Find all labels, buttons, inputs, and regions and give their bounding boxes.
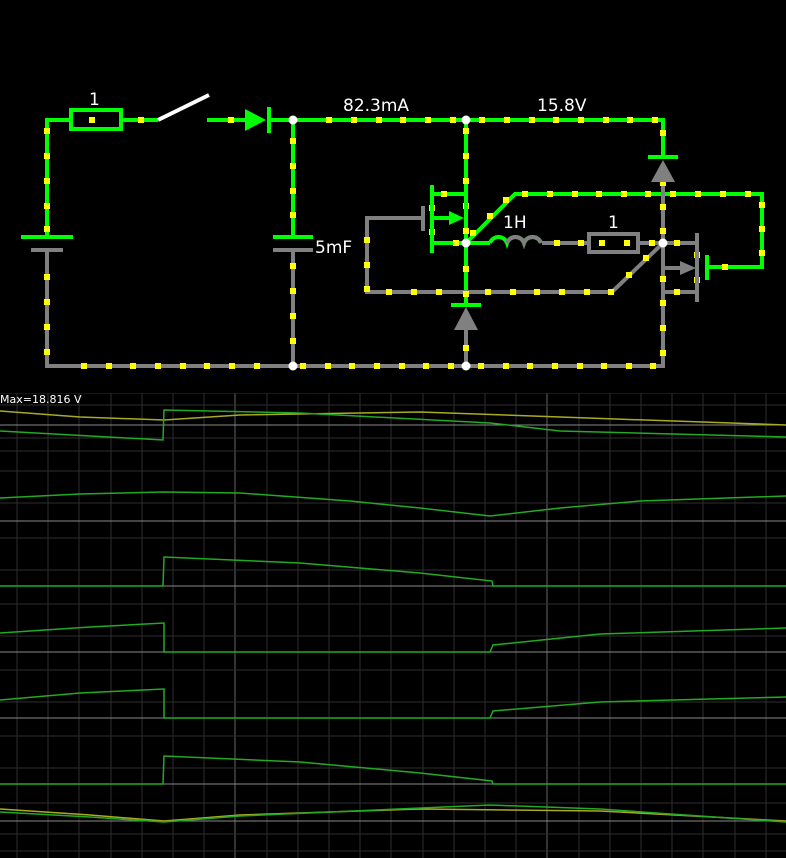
junctions	[288, 115, 668, 371]
battery-left[interactable]	[21, 235, 73, 252]
fuse-left[interactable]	[69, 108, 123, 131]
trace-green-7	[0, 804, 786, 823]
wire-left-top[interactable]	[45, 118, 70, 237]
fuse-right-label: 1	[608, 213, 619, 233]
trace-green-3	[0, 556, 786, 587]
voltage-label: 15.8V	[537, 96, 587, 116]
diode-lower[interactable]	[451, 303, 481, 330]
wire-top-main[interactable]	[268, 118, 665, 155]
capacitor-label: 5mF	[315, 238, 352, 258]
inductor[interactable]	[488, 235, 543, 250]
fuse-right[interactable]	[587, 232, 640, 254]
trace-yellow-1	[0, 410, 786, 426]
trace-yellow-7	[0, 808, 786, 822]
trace-green-5	[0, 688, 786, 719]
current-dots	[44, 117, 765, 369]
wire-diagonal-up[interactable]	[464, 192, 764, 269]
scope-max-label: Max=18.816 V	[0, 393, 82, 406]
scope-traces	[0, 409, 786, 823]
mosfet-right[interactable]	[680, 233, 709, 302]
trace-green-2	[0, 491, 786, 517]
trace-green-1	[0, 409, 786, 441]
mosfet-left[interactable]	[421, 185, 468, 253]
wire-left-bottom[interactable]	[45, 182, 665, 368]
trace-green-4	[0, 622, 786, 653]
trace-green-6	[0, 755, 786, 785]
current-label: 82.3mA	[343, 96, 409, 116]
capacitor[interactable]	[273, 235, 313, 252]
oscilloscope-panel[interactable]: Max=18.816 V	[0, 393, 786, 858]
switch[interactable]	[157, 93, 210, 122]
circuit-canvas[interactable]: 1 5mF 82.3mA 15.8V 1H 1	[0, 0, 786, 393]
inductor-label: 1H	[503, 213, 527, 233]
scope-grid	[0, 393, 786, 858]
diode-top[interactable]	[245, 107, 271, 133]
diode-right-upper[interactable]	[648, 155, 678, 182]
fuse-left-label: 1	[89, 90, 100, 110]
